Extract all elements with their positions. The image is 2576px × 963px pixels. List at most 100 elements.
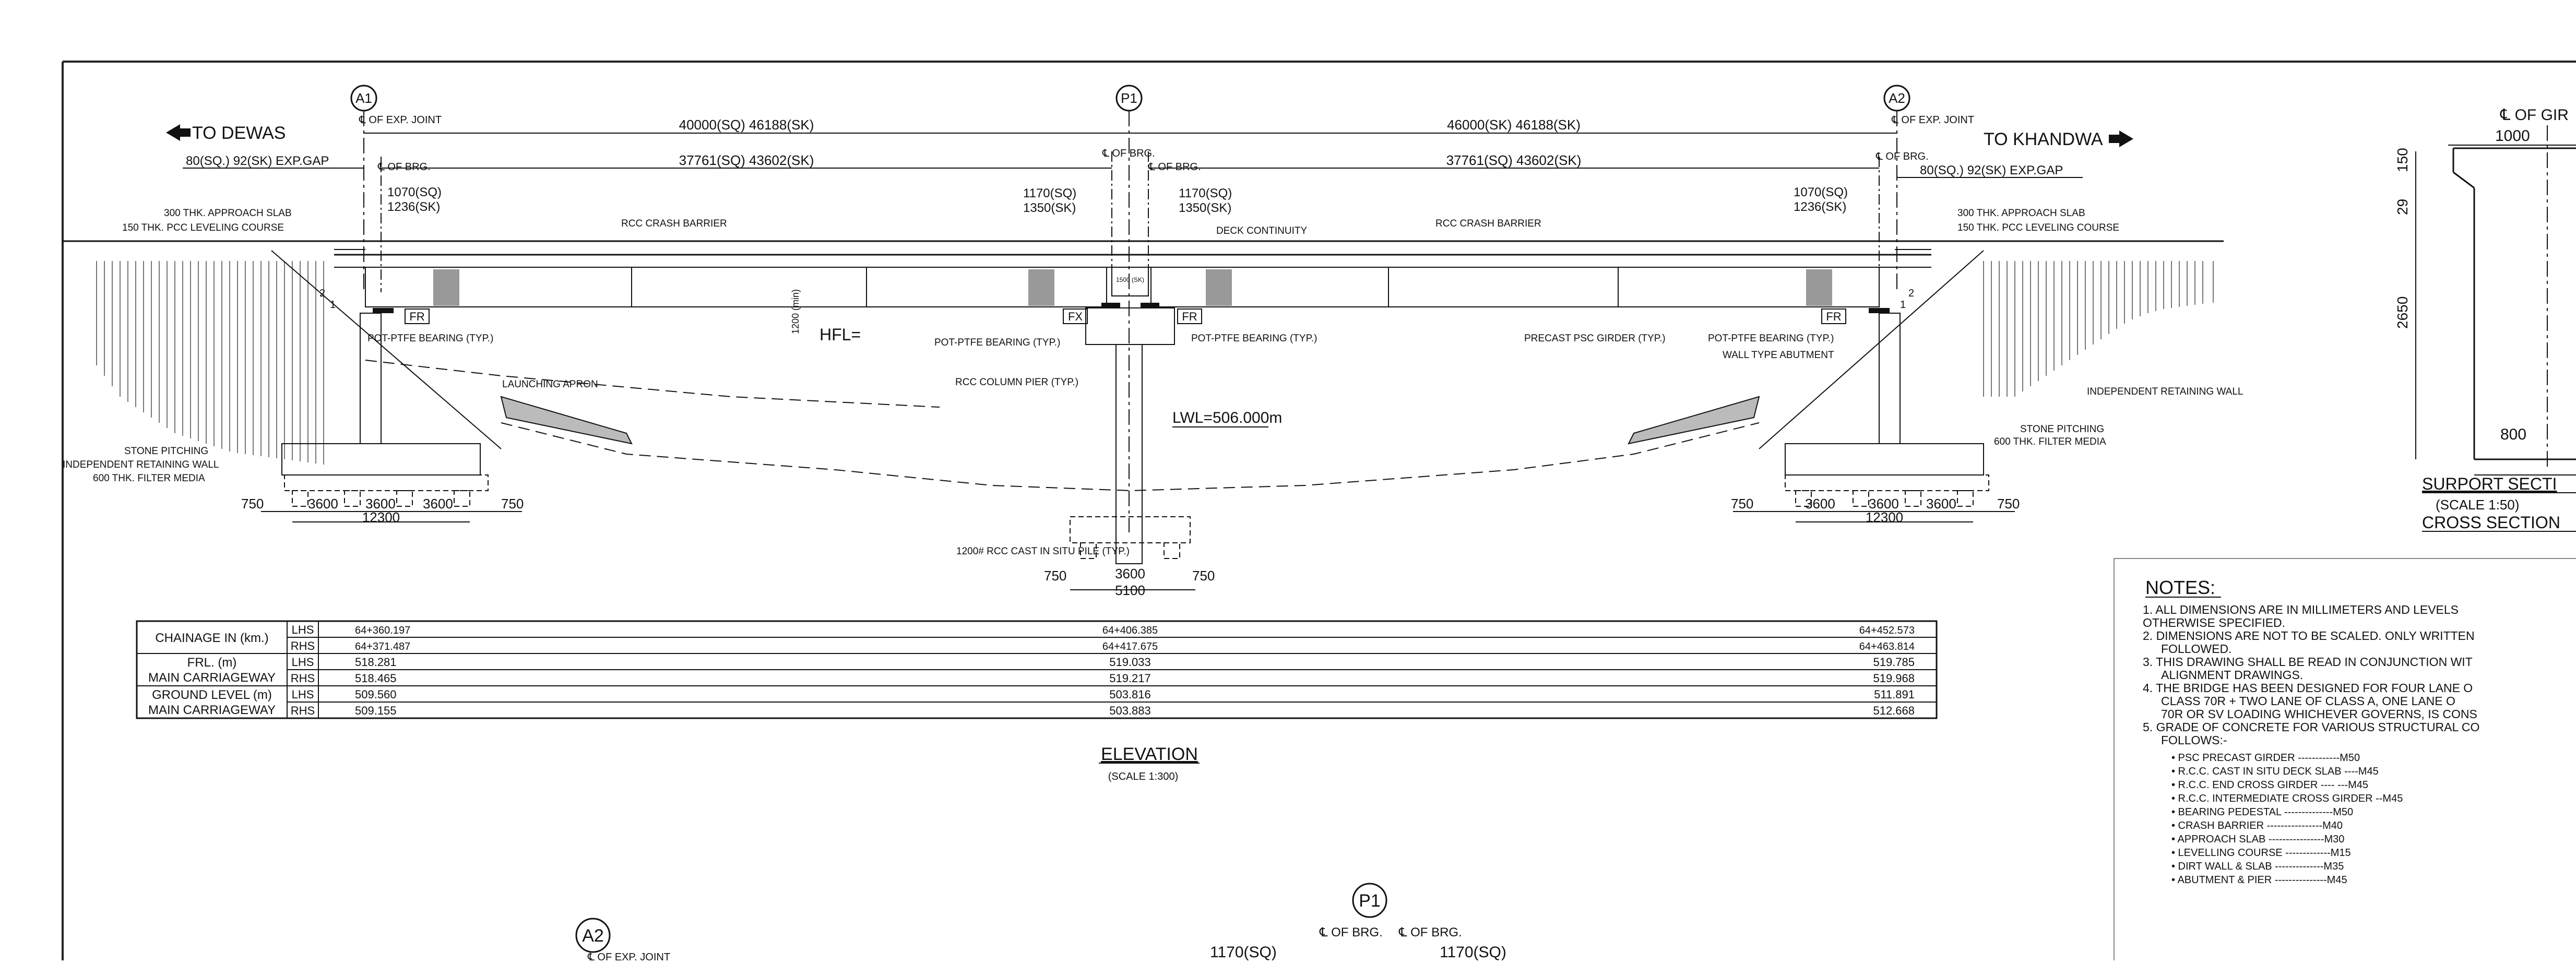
tag-fr-a1: FR	[409, 310, 424, 323]
dim-750-l1: 750	[241, 496, 264, 512]
bearing-blocks	[373, 303, 1890, 313]
crash-barrier-right: RCC CRASH BARRIER	[1435, 218, 1541, 229]
svg-text:A1: A1	[355, 90, 372, 106]
cl-brg-a1: ℄ OF BRG.	[377, 161, 431, 173]
tag-fr-a2: FR	[1826, 310, 1841, 323]
bearing-tags	[405, 308, 1846, 324]
notes-line-5: ALIGNMENT DRAWINGS.	[2161, 668, 2303, 682]
slope-2-right: 2	[1908, 288, 1914, 299]
deck-slab	[63, 240, 2224, 268]
plan-view-fragment: A2 ℄ OF EXP. JOINT P1 ℄ OF BRG. ℄ OF BRG…	[575, 883, 1506, 963]
grade-1: • R.C.C. CAST IN SITU DECK SLAB ----M45	[2171, 766, 2379, 777]
plan-dim-1: 1170(SQ)	[1210, 944, 1277, 960]
dim-a2-sq: 1070(SQ)	[1794, 185, 1848, 199]
grade-4: • BEARING PEDESTAL --------------M50	[2171, 806, 2353, 818]
left-arrow-icon	[166, 124, 180, 141]
pier-block-label: 1500 (SK)	[1116, 276, 1144, 283]
dim-p1r-sk: 1350(SK)	[1179, 201, 1231, 215]
table-row-1-v1: 64+371.487	[355, 641, 410, 652]
expgap-left-label: 80(SQ.) 92(SK) EXP.GAP	[186, 154, 329, 168]
girders	[365, 267, 1880, 307]
slope-1-right: 1	[1900, 299, 1906, 311]
support-section-scale: (SCALE 1:50)	[2436, 497, 2519, 513]
dim-3600-l2: 3600	[365, 496, 396, 512]
launching-apron-right	[1628, 396, 1760, 445]
brg-left-dimension: 37761(SQ) 43602(SK)	[679, 152, 814, 168]
table-row-3-v3: 519.968	[1873, 672, 1915, 685]
grade-9: • ABUTMENT & PIER ---------------M45	[2171, 874, 2347, 886]
dim-750-r1: 750	[1731, 496, 1753, 512]
notes-panel: NOTES: 1. ALL DIMENSIONS ARE IN MILLIMET…	[2114, 558, 2576, 963]
plan-joint-a2: A2	[582, 926, 604, 946]
ind-wall-left-label: INDEPENDENT RETAINING WALL	[63, 459, 219, 470]
dim-p1l-sq: 1170(SQ)	[1023, 186, 1076, 200]
dim-a1-sk: 1236(SK)	[387, 200, 440, 214]
support-section-title: SURPORT SECTI	[2422, 474, 2557, 493]
table-row-2-side: LHS	[292, 656, 314, 669]
cl-brg-a2: ℄ OF BRG.	[1875, 151, 1929, 162]
dim-750-m2: 750	[1192, 568, 1215, 584]
filter-media-right: 600 THK. FILTER MEDIA	[1994, 436, 2106, 447]
table-row-5-side: RHS	[291, 704, 315, 717]
dim-750-m1: 750	[1044, 568, 1066, 584]
support-dim-1000: 1000	[2495, 127, 2530, 145]
notes-heading: NOTES:	[2145, 577, 2215, 598]
stone-pitching-left: STONE PITCHING	[124, 446, 208, 457]
table-row-1-side: RHS	[291, 639, 315, 652]
table-row-0-v2: 64+406.385	[1102, 625, 1158, 636]
joint-marker-a1: A1	[350, 85, 377, 112]
table-row-3-v1: 518.465	[355, 672, 397, 685]
bearing-label-p1l: POT-PTFE BEARING (TYP.)	[934, 337, 1060, 348]
joint-marker-a2: A2	[1883, 85, 1910, 112]
dim-3600-r1: 3600	[1805, 496, 1835, 512]
notes-line-4: 3. THIS DRAWING SHALL BE READ IN CONJUNC…	[2143, 655, 2473, 669]
table-row-4-label: GROUND LEVEL (m)	[152, 688, 272, 702]
span-right-dimension: 46000(SK) 46188(SK)	[1447, 117, 1581, 133]
dim-3600-m: 3600	[1115, 566, 1145, 581]
bearing-label-a1: POT-PTFE BEARING (TYP.)	[367, 333, 493, 344]
dim-5100: 5100	[1115, 582, 1145, 598]
notes-line-8: 70R OR SV LOADING WHICHEVER GOVERNS, IS …	[2161, 707, 2477, 721]
plan-cl-exp: ℄ OF EXP. JOINT	[587, 952, 670, 960]
notes-line-10: FOLLOWS:-	[2161, 733, 2227, 747]
svg-text:A2: A2	[1889, 90, 1905, 106]
table-row-2-v1: 518.281	[355, 656, 397, 669]
notes-line-6: 4. THE BRIDGE HAS BEEN DESIGNED FOR FOUR…	[2143, 681, 2473, 695]
notes-line-1: OTHERWISE SPECIFIED.	[2143, 616, 2285, 629]
table-row-4-v1: 509.560	[355, 688, 397, 701]
support-dim-800: 800	[2500, 426, 2526, 443]
table-row-2-label: FRL. (m)	[187, 656, 237, 670]
ind-wall-right-label: INDEPENDENT RETAINING WALL	[2087, 386, 2243, 397]
dim-a1-sq: 1070(SQ)	[387, 185, 442, 199]
slope-1-left: 1	[330, 299, 336, 311]
cross-girder-hatches	[433, 269, 1832, 306]
ground-line	[365, 360, 940, 408]
left-embankment	[96, 261, 324, 465]
table-row-4-v3: 511.891	[1874, 688, 1915, 701]
pile-group-right	[1785, 474, 1989, 507]
cl-brg-p1-right: ℄ OF BRG.	[1148, 161, 1201, 173]
cl-exp-joint-left: ℄ OF EXP. JOINT	[359, 114, 442, 126]
hfl-dimension: 1200 (min)	[790, 289, 801, 334]
pier-column-label: RCC COLUMN PIER (TYP.)	[955, 377, 1078, 388]
pcc-level-right: 150 THK. PCC LEVELING COURSE	[1957, 222, 2119, 233]
svg-text:P1: P1	[1121, 90, 1137, 106]
table-row-4-side: LHS	[292, 688, 314, 701]
support-dim-29: 29	[2394, 199, 2411, 215]
pile-dimension-lines	[261, 511, 2015, 590]
brg-right-dimension: 37761(SQ) 43602(SK)	[1446, 152, 1582, 168]
notes-line-9: 5. GRADE OF CONCRETE FOR VARIOUS STRUCTU…	[2143, 720, 2479, 734]
notes-line-0: 1. ALL DIMENSIONS ARE IN MILLIMETERS AND…	[2143, 603, 2459, 616]
span-left-dimension: 40000(SQ) 46188(SK)	[679, 117, 814, 133]
grade-7: • LEVELLING COURSE -------------M15	[2171, 847, 2351, 859]
support-cl-label: ℄ OF GIR	[2500, 106, 2569, 124]
pier-cap	[1085, 267, 1175, 564]
stone-pitching-right: STONE PITCHING	[2020, 424, 2104, 435]
dim-3600-l3: 3600	[423, 496, 453, 512]
plan-cl-brg-2: ℄ OF BRG.	[1398, 925, 1462, 940]
grade-8: • DIRT WALL & SLAB --------------M35	[2171, 861, 2344, 872]
cl-exp-joint-right: ℄ OF EXP. JOINT	[1891, 114, 1974, 126]
grade-0: • PSC PRECAST GIRDER ------------M50	[2171, 752, 2360, 764]
expgap-right-label: 80(SQ.) 92(SK) EXP.GAP	[1920, 163, 2063, 177]
